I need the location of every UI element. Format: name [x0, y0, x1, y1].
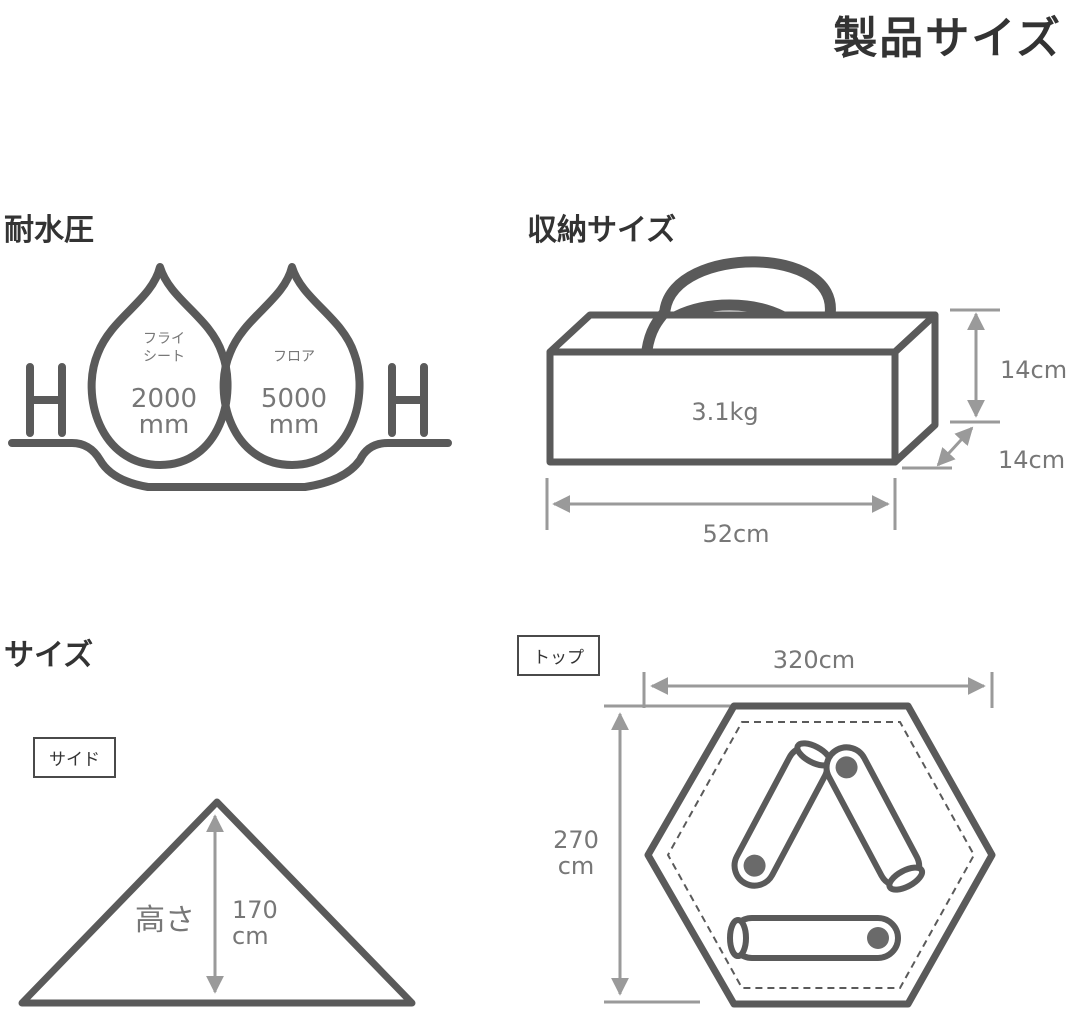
side-view-label: サイド [33, 737, 116, 778]
width-value: 52cm [702, 520, 769, 548]
fly-drop [87, 263, 232, 469]
tent-floor-icon [644, 702, 996, 1008]
top-depth-unit: cm [558, 852, 595, 880]
fly-label-2: シート [143, 349, 185, 365]
top-view-label: トップ [517, 635, 600, 676]
sleeping-bag-1-icon [731, 740, 834, 889]
water-resistance-heading: 耐水圧 [4, 213, 94, 248]
left-h-icon [26, 363, 66, 437]
depth-arrow [936, 426, 974, 467]
bag-weight: 3.1kg [691, 398, 758, 426]
top-width-value: 320cm [773, 646, 855, 674]
sleeping-bag-2-icon [823, 744, 926, 893]
top-view-diagram: 320cm 270 cm [553, 646, 996, 1008]
storage-size-diagram: 3.1kg 14cm 14cm 52cm [545, 256, 1067, 548]
height-word: 高さ [135, 903, 195, 938]
storage-size-heading: 収納サイズ [527, 213, 677, 248]
fly-unit: mm [139, 410, 190, 440]
floor-value: 5000 [261, 384, 327, 414]
height-unit: cm [232, 922, 269, 950]
page-title: 製品サイズ [833, 13, 1062, 64]
sleeping-bag-3-icon [727, 915, 901, 961]
fly-value: 2000 [131, 384, 197, 414]
top-depth-value: 270 [553, 826, 599, 854]
depth-value: 14cm [998, 446, 1065, 474]
floor-drop [219, 263, 364, 469]
tent-side-icon [18, 798, 416, 1007]
ground-line [8, 439, 452, 491]
height-value: 170 [232, 896, 278, 924]
fly-label-1: フライ [143, 331, 185, 347]
right-h-icon [388, 363, 428, 437]
side-view-diagram: 高さ 170 cm [18, 798, 416, 1007]
handle-back-icon [659, 256, 836, 321]
size-heading: サイズ [4, 638, 94, 673]
inner-tent-outline [666, 721, 976, 989]
height-value: 14cm [1000, 356, 1067, 384]
water-resistance-diagram: フライ シート 2000 mm フロア 5000 mm [8, 263, 452, 491]
floor-label: フロア [273, 349, 315, 365]
bag-icon [546, 311, 939, 466]
floor-unit: mm [269, 410, 320, 440]
